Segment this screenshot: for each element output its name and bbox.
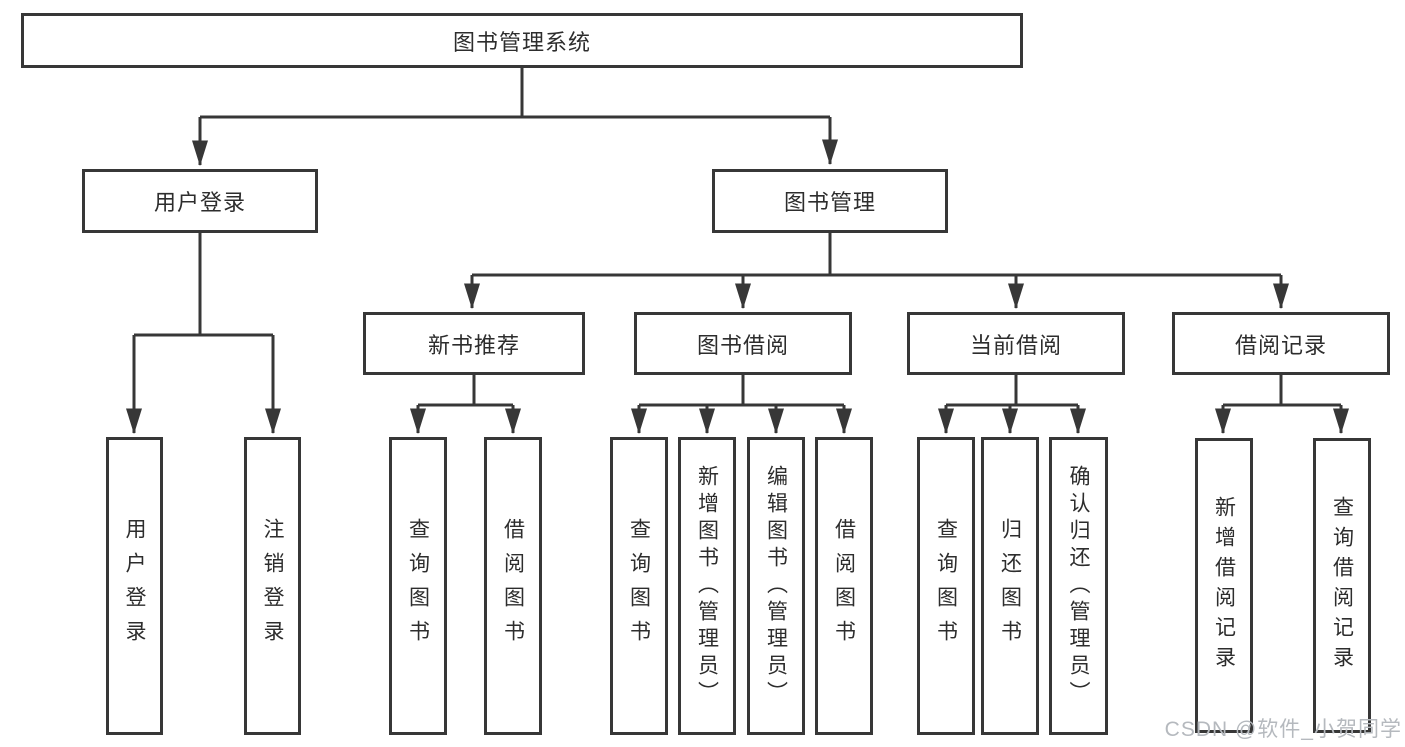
node-label: 用户登录 xyxy=(153,190,246,215)
node-user-login: 用户登录 xyxy=(82,169,318,233)
node-book-management: 图书管理 xyxy=(712,169,948,233)
leaf-return-books: 归还图书 xyxy=(981,437,1039,735)
leaf-query-books-borrow: 查询图书 xyxy=(610,437,668,735)
node-label: 查询图书 xyxy=(406,518,430,654)
node-label: 查询图书 xyxy=(627,518,651,654)
node-label: 查询借阅记录 xyxy=(1330,495,1354,676)
node-label: 确认归还（管理员） xyxy=(1067,464,1090,708)
node-label: 归还图书 xyxy=(998,518,1022,654)
leaf-user-login: 用户登录 xyxy=(106,437,163,735)
node-book-borrowing: 图书借阅 xyxy=(634,312,852,375)
node-label: 新书推荐 xyxy=(427,332,520,358)
leaf-logout: 注销登录 xyxy=(244,437,301,735)
node-label: 注销登录 xyxy=(261,518,284,654)
leaf-add-borrow-record: 新增借阅记录 xyxy=(1195,438,1253,733)
node-label: 借阅图书 xyxy=(832,518,856,654)
node-borrowing-records: 借阅记录 xyxy=(1172,312,1390,375)
leaf-add-books-admin: 新增图书（管理员） xyxy=(678,437,736,735)
node-root-book-management-system: 图书管理系统 xyxy=(21,13,1023,68)
leaf-confirm-return-admin: 确认归还（管理员） xyxy=(1049,437,1108,735)
watermark: CSDN @软件_小贺同学 xyxy=(1164,718,1402,741)
node-label: 借阅记录 xyxy=(1234,332,1327,358)
node-label: 当前借阅 xyxy=(969,332,1062,358)
node-label: 图书管理 xyxy=(783,190,876,215)
node-label: 新增借阅记录 xyxy=(1212,495,1236,676)
leaf-query-borrow-record: 查询借阅记录 xyxy=(1313,438,1371,733)
node-current-borrowing: 当前借阅 xyxy=(907,312,1125,375)
node-label: 查询图书 xyxy=(934,518,958,654)
leaf-borrow-books-recommend: 借阅图书 xyxy=(484,437,542,735)
leaf-edit-books-admin: 编辑图书（管理员） xyxy=(747,437,805,735)
node-label: 编辑图书（管理员） xyxy=(764,464,788,708)
leaf-borrow-books: 借阅图书 xyxy=(815,437,873,735)
leaf-query-books-recommend: 查询图书 xyxy=(389,437,447,735)
node-label: 图书借阅 xyxy=(696,332,789,358)
node-label: 图书管理系统 xyxy=(452,29,591,55)
node-label: 新增图书（管理员） xyxy=(695,464,719,708)
node-label: 用户登录 xyxy=(123,518,146,654)
node-label: 借阅图书 xyxy=(501,518,525,654)
node-new-book-recommend: 新书推荐 xyxy=(363,312,585,375)
leaf-query-books-current: 查询图书 xyxy=(917,437,975,735)
